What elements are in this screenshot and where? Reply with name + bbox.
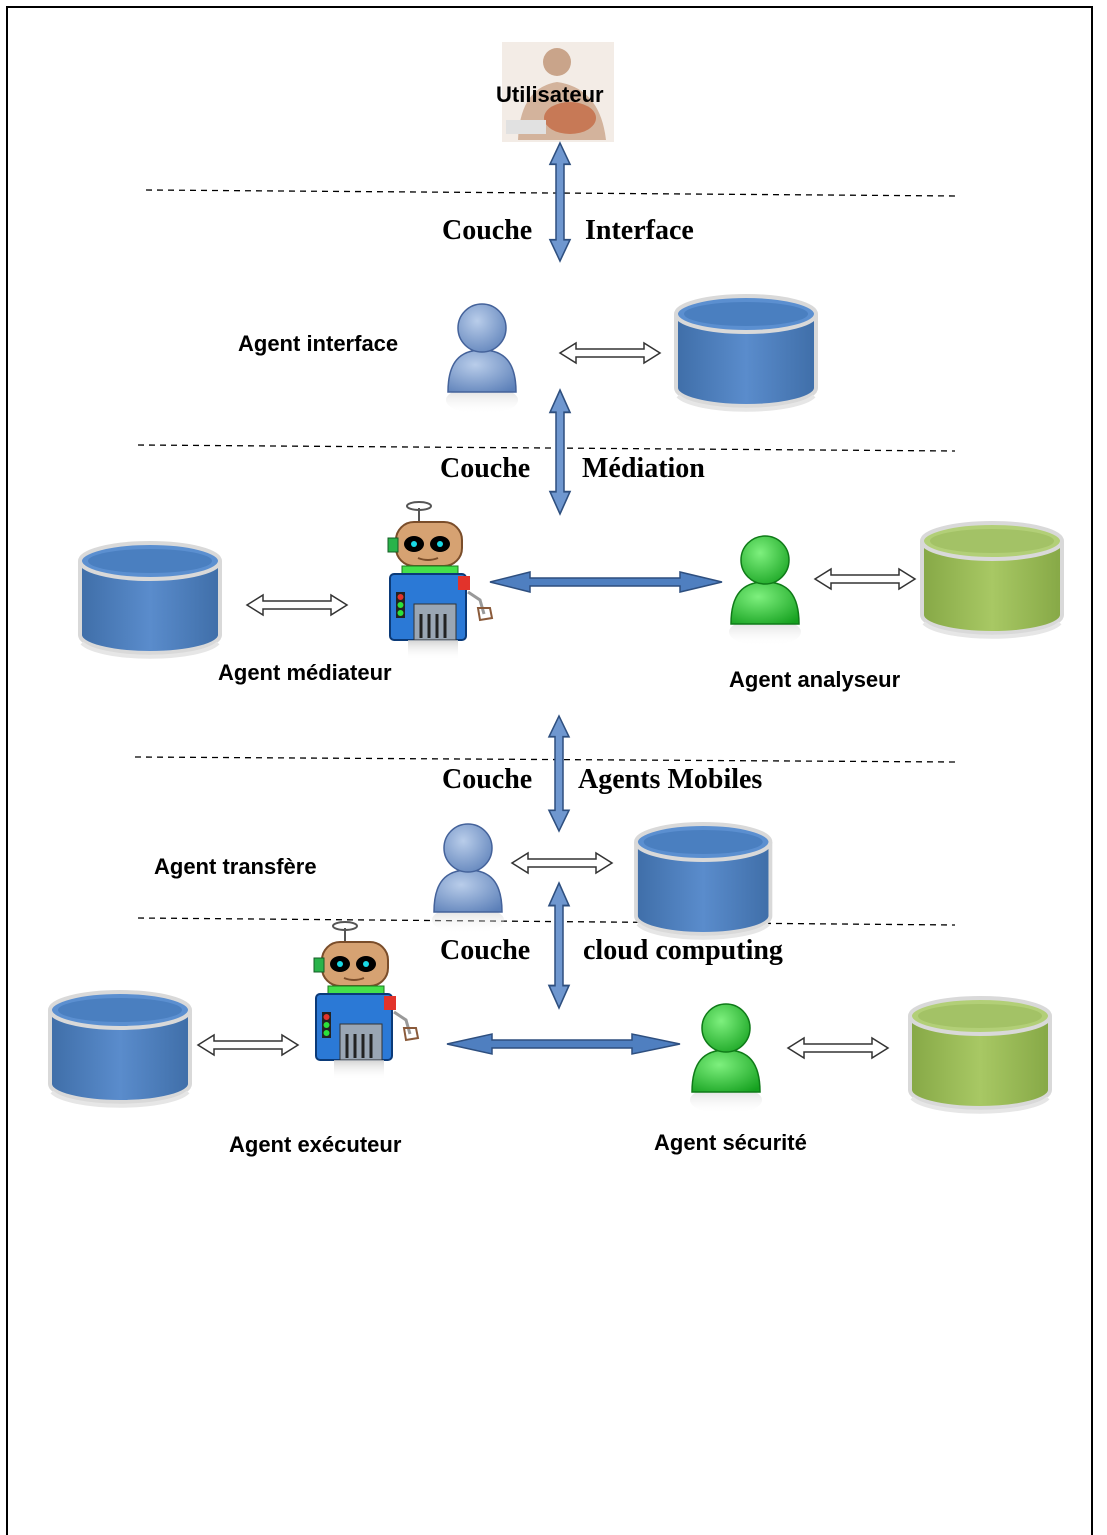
agent-transfere-label: Agent transfère [154, 854, 317, 879]
layer-mobile-couche-label: Couche [442, 764, 533, 795]
agent-analyseur-label: Agent analyseur [729, 667, 901, 692]
mediateur-db-link-arrow [246, 594, 348, 616]
executeur-db-link-arrow [197, 1034, 299, 1056]
user-label: Utilisateur [496, 82, 604, 107]
analyseur-db-link-arrow [814, 568, 916, 590]
layer-cloud-name-label: cloud computing [583, 935, 783, 966]
agent-analyseur-icon [728, 535, 802, 647]
agent-executeur-label: Agent exécuteur [229, 1132, 402, 1157]
agent-interface-icon [445, 303, 519, 415]
securite-db-link-arrow [787, 1037, 889, 1059]
mediateur-database-icon [78, 541, 222, 659]
interface-db-link-arrow [559, 342, 661, 364]
agent-securite-icon [689, 1003, 763, 1115]
securite-database-icon [908, 996, 1052, 1114]
layer-separator-mobile-top [134, 756, 956, 763]
layer-mediation-couche-label: Couche [440, 453, 531, 484]
transfere-database-icon [634, 822, 773, 940]
layer-separator-interface-top [145, 189, 961, 197]
vertical-arrow-user-interface [549, 142, 571, 262]
vertical-arrow-mobile-cloud [548, 882, 570, 1009]
agent-executeur-icon [312, 920, 420, 1082]
agent-mediateur-icon [386, 500, 494, 662]
agent-mediateur-label: Agent médiateur [218, 660, 392, 685]
agent-securite-label: Agent sécurité [654, 1130, 807, 1155]
layer-interface-name-label: Interface [585, 215, 694, 246]
user-photo-icon [502, 42, 614, 142]
transfere-db-link-arrow [511, 852, 613, 874]
layer-separator-cloud-top [137, 917, 956, 926]
layer-interface-couche-label: Couche [442, 215, 533, 246]
layer-mobile-name-label: Agents Mobiles [578, 764, 763, 795]
mediateur-analyseur-link-arrow [489, 571, 723, 593]
interface-database-icon [674, 294, 818, 412]
layer-cloud-couche-label: Couche [440, 935, 531, 966]
executeur-securite-link-arrow [446, 1033, 681, 1055]
vertical-arrow-mediation-mobile [548, 715, 570, 832]
page-frame [6, 6, 1093, 1535]
executeur-database-icon [48, 990, 192, 1108]
vertical-arrow-interface-mediation [549, 389, 571, 515]
analyseur-database-icon [920, 521, 1064, 639]
agent-interface-label: Agent interface [238, 331, 399, 356]
agent-transfere-icon [431, 823, 505, 935]
layer-mediation-name-label: Médiation [582, 453, 705, 484]
layer-separator-mediation-top [137, 444, 956, 452]
